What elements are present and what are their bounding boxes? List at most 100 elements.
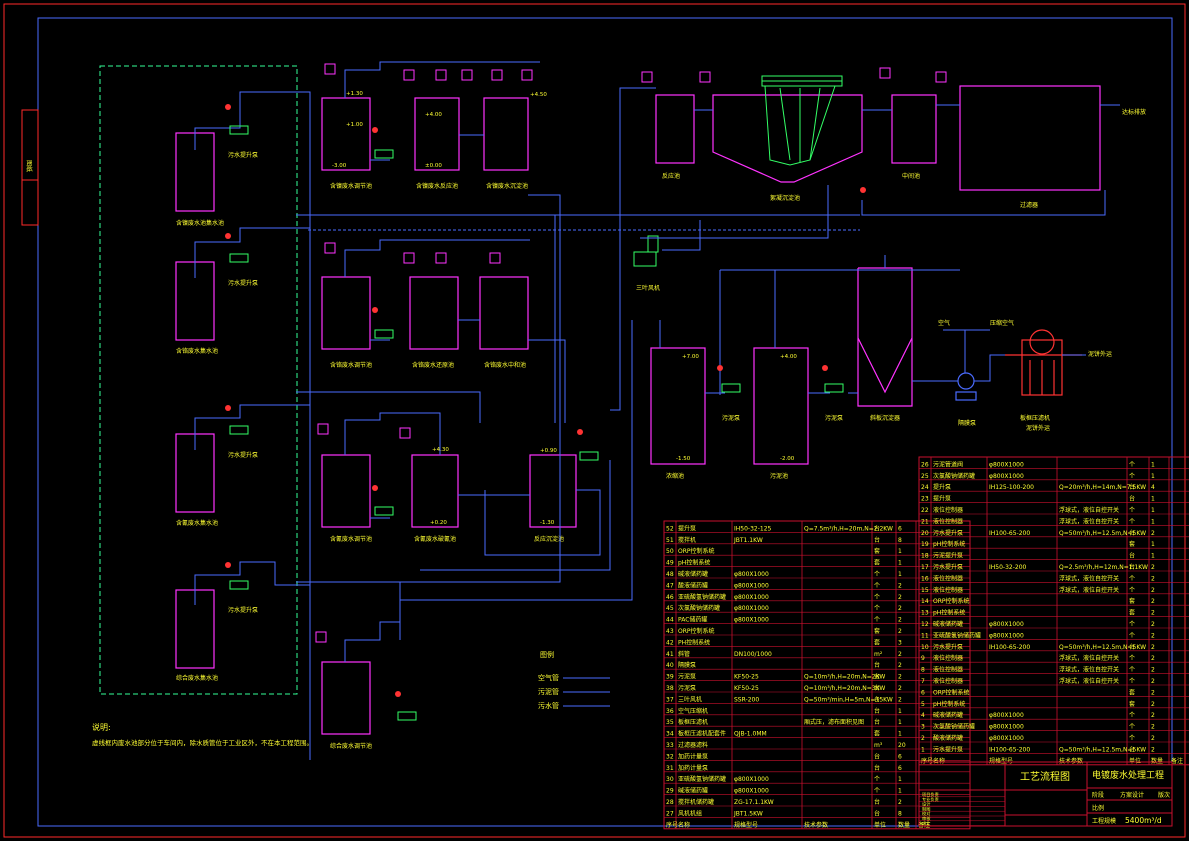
table-cell: 台 — [874, 707, 880, 715]
legend: 图例 空气管 污泥管 污水管 — [538, 650, 610, 710]
table-cell: 加药计量泵 — [678, 752, 708, 760]
table-cell: 1 — [1151, 553, 1155, 560]
table-cell: 19 — [921, 541, 929, 548]
table-header-cell: 序号 — [666, 821, 678, 829]
table-cell: 2 — [1151, 575, 1155, 582]
table-cell: 套 — [874, 547, 880, 555]
table-cell: 40 — [666, 662, 674, 669]
table-cell: 个 — [1129, 655, 1135, 662]
table-cell: 个 — [874, 594, 880, 601]
table-header-cell: 单位 — [1129, 757, 1141, 765]
level-5: ±0.00 — [425, 163, 442, 169]
table-cell: 提升泵 — [933, 495, 951, 503]
table-cell: 碱液储药罐 — [678, 787, 708, 795]
table-cell: 台 — [1129, 643, 1135, 651]
outlet-label: 泥饼外运 — [1088, 350, 1112, 358]
level-12: -2.00 — [780, 456, 795, 462]
collection-tank-3-label: 含氰废水集水池 — [176, 519, 218, 527]
table-cell: IH50-32-200 — [989, 564, 1027, 571]
table-cell: 41 — [666, 651, 674, 658]
level-4: +4.00 — [425, 112, 442, 118]
table-cell: PAC储药罐 — [678, 616, 707, 624]
table-cell: 47 — [666, 582, 674, 589]
table-cell: 4 — [1151, 484, 1155, 491]
table-cell: 8 — [921, 667, 925, 674]
tank-row1-c — [483, 97, 529, 171]
table-cell: 2 — [898, 674, 902, 681]
table-cell: 43 — [666, 628, 674, 635]
table-cell: IH100-65-200 — [989, 644, 1030, 651]
table-cell: pH控制系统 — [933, 609, 965, 617]
table-cell: 8 — [898, 810, 902, 817]
table-cell: PH控制系统 — [678, 638, 710, 646]
clarifier-label: 絮凝沉淀池 — [770, 194, 800, 202]
table-cell: ZG-17.1.1KW — [734, 799, 774, 806]
table-cell: φ800X1000 — [989, 461, 1024, 468]
table-cell: 1 — [898, 560, 902, 567]
valves — [225, 104, 866, 697]
table-cell: 2 — [898, 662, 902, 669]
table-cell: Q=10m³/h,H=20m,N=2KW — [804, 674, 885, 681]
table-cell: 碱液储药罐 — [933, 711, 963, 719]
table-cell: JBT1.5KW — [733, 810, 763, 817]
table-cell: 三叶风机 — [678, 695, 702, 703]
table-cell: 个 — [1129, 507, 1135, 514]
table-cell: 2 — [898, 651, 902, 658]
table-cell: 22 — [921, 507, 929, 514]
table-cell: 浮球式，液位自控开关 — [1059, 654, 1119, 662]
table-cell: 38 — [666, 685, 674, 692]
table-cell: 1 — [1151, 518, 1155, 525]
tank-row2-b — [409, 276, 459, 350]
table-cell: φ800X1000 — [734, 617, 769, 624]
tank-row3-b-label: 含氰废水破氰池 — [414, 535, 456, 543]
table-cell: 液位控制器 — [933, 506, 963, 514]
table-cell: φ800X1000 — [734, 776, 769, 783]
stage-label: 阶段 — [1092, 791, 1104, 799]
table-cell: 1 — [898, 788, 902, 795]
frame-tag: 图纸 — [25, 160, 33, 172]
pump-label-4: 污水提升泵 — [228, 606, 258, 614]
table-cell: 酸液储药罐 — [678, 581, 708, 589]
table-cell: 套 — [874, 638, 880, 646]
table-cell: 1 — [898, 708, 902, 715]
table-cell: 液位控制器 — [933, 574, 963, 582]
pump-1-label: 污泥泵 — [722, 414, 740, 422]
table-cell: 46 — [666, 594, 674, 601]
table-cell: QJB-1.0MM — [734, 731, 767, 738]
level-11: -1.50 — [676, 456, 691, 462]
table-cell: 15 — [921, 587, 929, 594]
table-header-cell: 单位 — [874, 821, 886, 829]
table-cell: 2 — [1151, 724, 1155, 731]
table-cell: Q=2.5m³/h,H=12m,N=1.1KW — [1059, 564, 1148, 571]
table-cell: 台 — [874, 661, 880, 669]
filter-press-label: 板框压滤机 — [1020, 414, 1050, 422]
table-cell: 酸液储药罐 — [933, 734, 963, 742]
table-cell: 液位控制器 — [933, 654, 963, 662]
table-cell: 台 — [1129, 483, 1135, 491]
table-cell: 个 — [1129, 461, 1135, 468]
table-cell: 6 — [921, 689, 925, 696]
level-3: -3.00 — [332, 163, 347, 169]
table-cell: 台 — [1129, 495, 1135, 503]
table-cell: 2 — [1151, 655, 1155, 662]
tank-row3-a — [321, 454, 371, 528]
inner-frame — [37, 17, 1173, 827]
tank-row2-a-label: 含铬废水调节池 — [330, 361, 372, 369]
table-cell: 个 — [874, 571, 880, 578]
table-cell: 27 — [666, 810, 674, 817]
level-9: -1.30 — [540, 520, 555, 526]
table-cell: 碱液储药罐 — [678, 570, 708, 578]
drawing-name: 工艺流程图 — [1020, 770, 1070, 783]
table-cell: 个 — [1129, 712, 1135, 719]
tank-row3-a-label: 含氰废水调节池 — [330, 535, 372, 543]
tank-row3-b — [411, 454, 459, 528]
table-cell: 个 — [1129, 632, 1135, 639]
thickener — [857, 267, 913, 407]
table-cell: 2 — [898, 605, 902, 612]
table-header-cell: 规格型号 — [989, 757, 1013, 765]
table-cell: 碱液储药罐 — [933, 620, 963, 628]
legend-item-sewage: 污水管 — [538, 701, 559, 710]
table-cell: m³ — [874, 742, 883, 749]
table-cell: φ800X1000 — [734, 605, 769, 612]
